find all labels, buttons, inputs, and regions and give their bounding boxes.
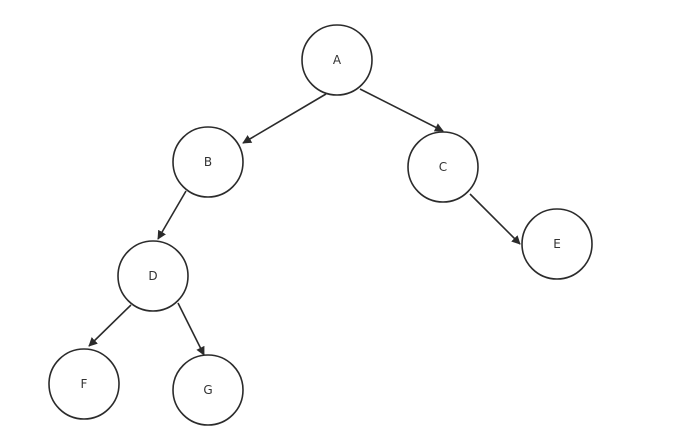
edge-d-g (177, 302, 205, 356)
node-f-label: F (81, 377, 88, 391)
edge-c-e (469, 193, 521, 245)
node-c: C (407, 131, 479, 203)
node-c-label: C (439, 160, 447, 174)
node-d-label: D (148, 269, 157, 283)
node-e-label: E (553, 237, 561, 251)
node-f: F (48, 348, 120, 420)
edge-a-c (359, 88, 444, 132)
node-e: E (521, 208, 593, 280)
node-a-label: A (333, 53, 342, 67)
edge-a-b (242, 93, 327, 144)
node-b-label: B (204, 155, 212, 169)
node-b: B (172, 126, 244, 198)
node-a: A (301, 24, 373, 96)
node-g: G (172, 354, 244, 426)
node-g-label: G (203, 383, 212, 397)
edge-d-f (88, 304, 132, 347)
edge-b-d (157, 190, 187, 240)
node-d: D (117, 240, 189, 312)
